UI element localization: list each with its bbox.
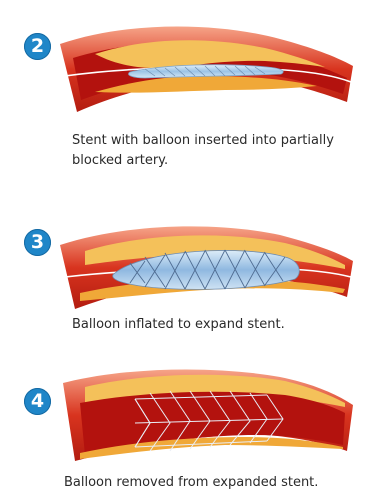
step-number-badge: 4 [24,388,51,415]
artery-with-balloon-illustration [55,14,355,118]
step-3-panel: 3 [0,205,369,345]
step-number-badge: 3 [24,229,51,256]
step-3-caption: Balloon inflated to expand stent. [72,315,362,335]
step-4-panel: 4 Balloon removed from expanded stent. [0,355,369,500]
step-2-caption: Stent with balloon inserted into partial… [72,131,362,171]
artery-with-inflated-balloon-illustration [55,213,355,313]
artery-with-expanded-stent-illustration [55,363,355,463]
step-2-panel: 2 [0,0,369,178]
step-number-badge: 2 [24,33,51,60]
step-4-caption: Balloon removed from expanded stent. [64,473,354,493]
